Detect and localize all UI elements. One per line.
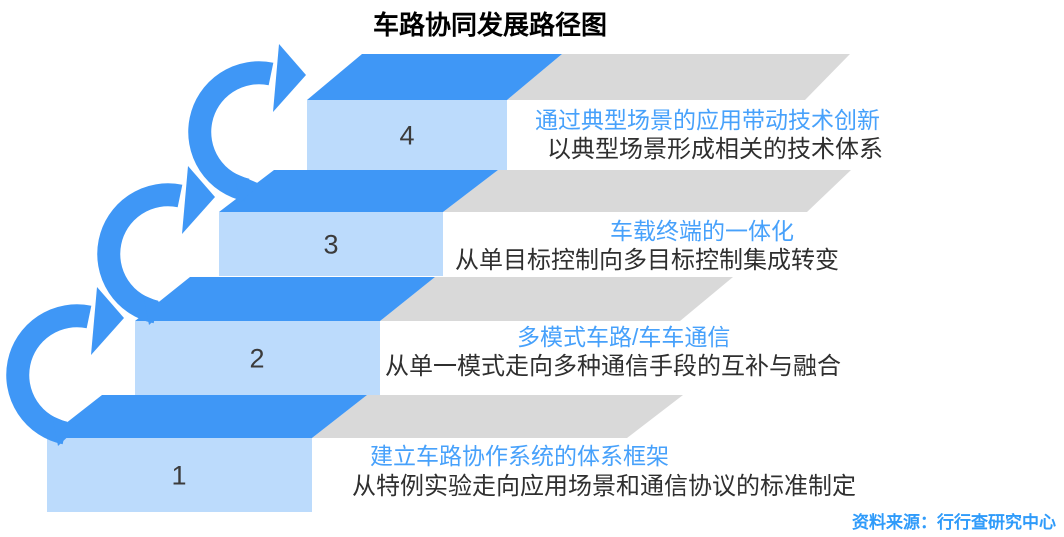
step-4-top-face <box>307 54 562 100</box>
step-1-plane-shadow <box>312 395 683 438</box>
step-2-title: 多模式车路/车车通信 <box>517 324 731 350</box>
step-4-plane-shadow <box>507 54 850 100</box>
step-2-description: 从单一模式走向多种通信手段的互补与融合 <box>385 353 841 380</box>
step-4-title: 通过典型场景的应用带动技术创新 <box>535 107 880 133</box>
step-3-description: 从单目标控制向多目标控制集成转变 <box>455 247 839 274</box>
figure-title: 车路协同发展路径图 <box>372 10 607 40</box>
step-4-number: 4 <box>399 120 415 151</box>
step-4-front-face <box>307 100 507 170</box>
step-2-front-face <box>135 321 380 395</box>
step-1-description: 从特例实验走向应用场景和通信协议的标准制定 <box>352 473 856 500</box>
step-2-plane-shadow <box>380 277 733 321</box>
step-3-number: 3 <box>323 229 339 260</box>
step-4-description: 以典型场景形成相关的技术体系 <box>547 136 883 163</box>
step-2-top-face <box>135 277 435 321</box>
step-3-front-face <box>219 212 443 276</box>
step-3-top-face <box>219 170 498 212</box>
step-3-title: 车载终端的一体化 <box>610 218 794 244</box>
step-3-plane-shadow <box>443 170 851 212</box>
source-note: 资料来源：行行查研究中心 <box>852 513 1056 532</box>
step-1-front-face <box>47 438 312 512</box>
step-1-top-face <box>47 395 367 438</box>
step-1-title: 建立车路协作系统的体系框架 <box>370 443 669 469</box>
step-2-number: 2 <box>249 343 265 374</box>
step-1-number: 1 <box>171 460 187 491</box>
